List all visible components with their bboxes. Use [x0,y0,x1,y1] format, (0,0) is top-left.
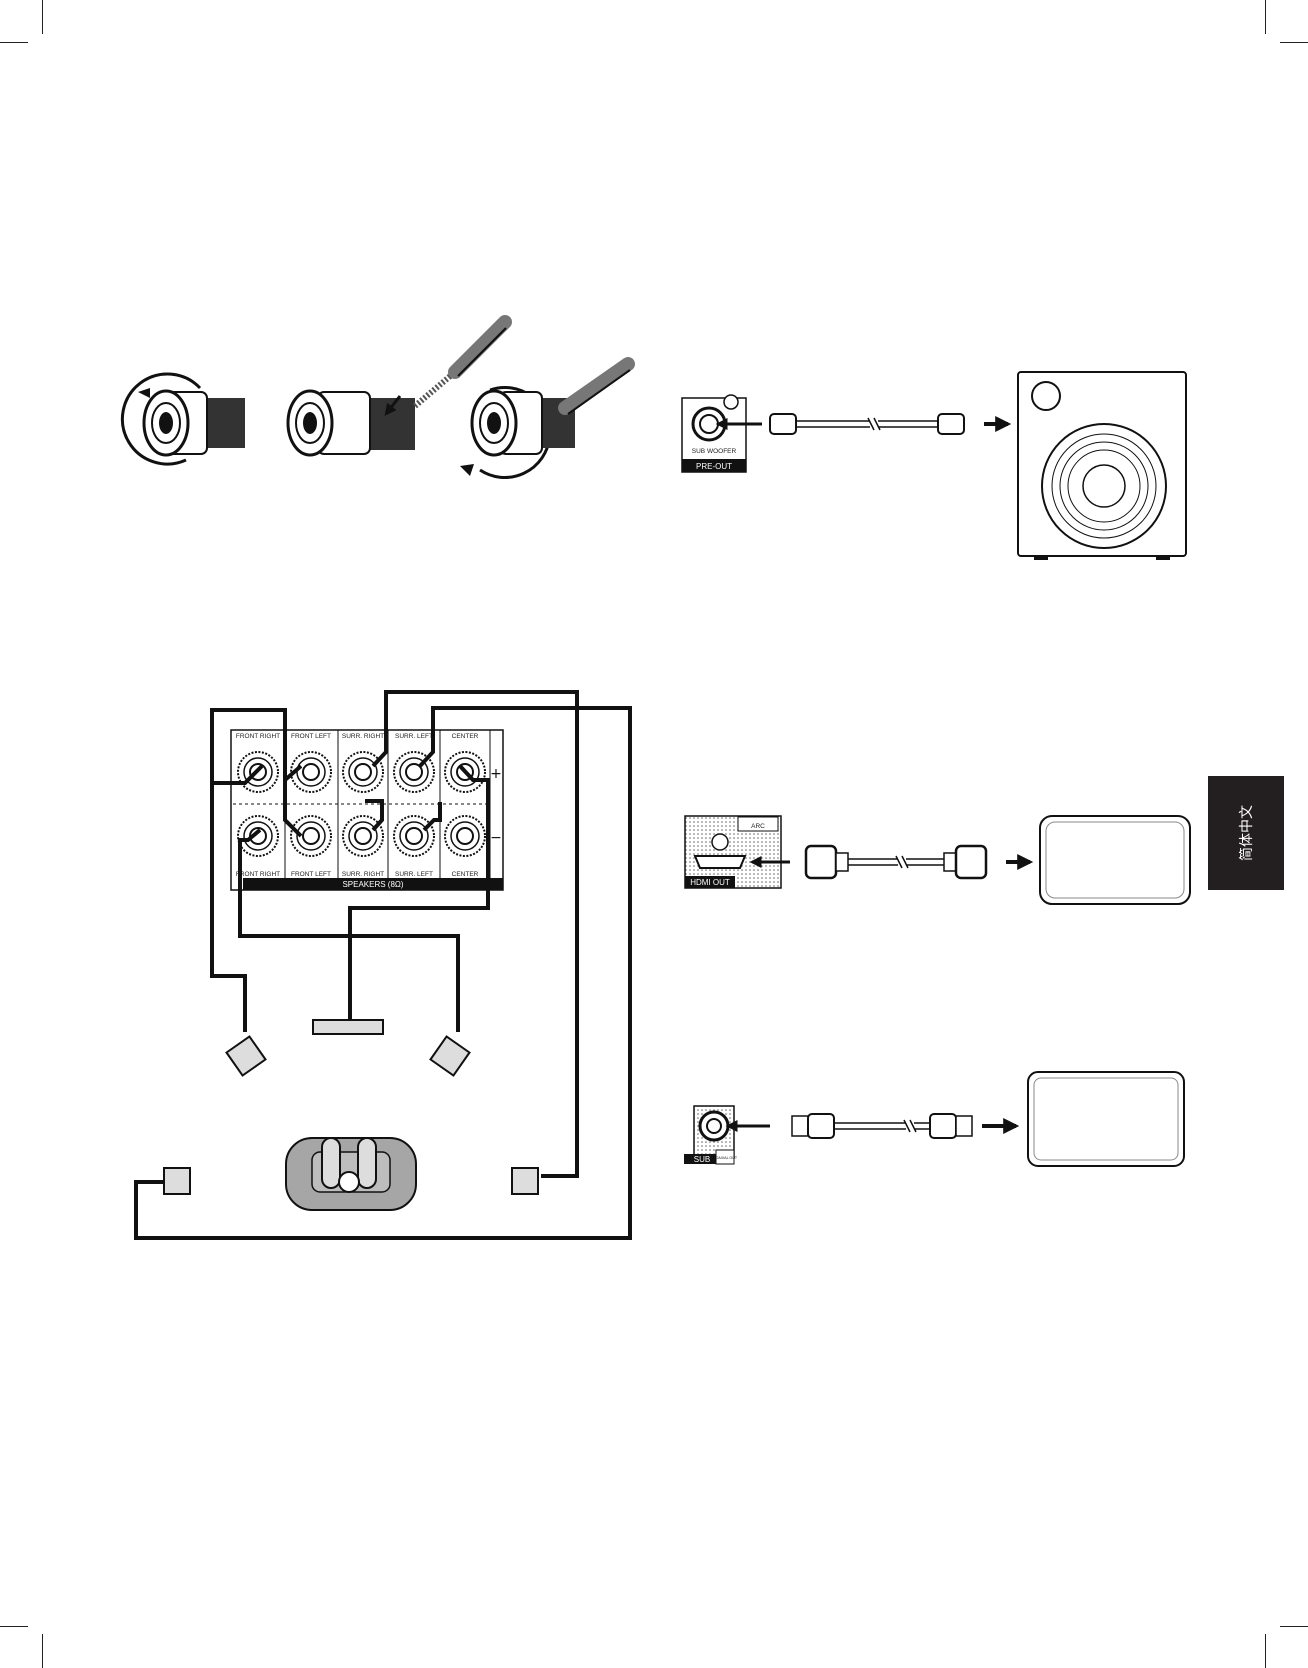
minus-sign: − [490,830,502,846]
surround-right-speaker [512,1168,538,1194]
binding-post [394,816,434,856]
digital-coaxial-jack: SUB COAXIAL OUT [684,1106,738,1164]
terminal-label-center-bottom: CENTER [452,871,479,878]
tv-display [1040,816,1190,904]
surround-left-speaker [164,1168,190,1194]
front-left-speaker [227,1037,266,1076]
hdmi-out-jack: ARC HDMI OUT [685,816,781,888]
terminal-label-surr-left-bottom: SURR. LEFT [395,871,433,878]
terminal-label-front-right-bottom: FRONT RIGHT [236,871,280,878]
front-right-speaker [431,1037,470,1076]
subwoofer-preout-jack: SUB WOOFER PRE-OUT [682,395,746,472]
binding-post [343,816,383,856]
terminal-label-front-left: FRONT LEFT [291,733,331,740]
coaxial-out-badge: COAXIAL OUT [713,1156,738,1160]
subwoofer-jack-label: SUB WOOFER [692,448,737,455]
terminal-label-front-right: FRONT RIGHT [236,733,280,740]
binding-post [291,816,331,856]
terminal-label-surr-right: SURR. RIGHT [342,733,384,740]
terminal-label-surr-left: SURR. LEFT [395,733,433,740]
digital-device [1028,1072,1184,1166]
binding-post [343,752,383,792]
digital-jack-label: SUB [694,1155,710,1164]
rca-cable-subwoofer [770,414,964,434]
binding-post [445,816,485,856]
binding-post [238,816,278,856]
coaxial-cable [792,1114,972,1138]
subwoofer-speaker [1018,372,1186,560]
speakers-caption: SPEAKERS (8Ω) [342,880,403,889]
hdmi-cable [806,846,986,878]
plus-sign: + [490,766,502,782]
terminal-label-surr-right-bottom: SURR. RIGHT [342,871,384,878]
binding-post-step-3 [460,364,630,477]
terminal-label-center: CENTER [452,733,479,740]
speaker-terminal-panel: SPEAKERS (8Ω) FRONT RIGHT FRONT LEFT SUR… [231,730,503,890]
preout-label: PRE-OUT [696,462,732,471]
hdmi-out-label: HDMI OUT [690,878,730,887]
terminal-label-front-left-bottom: FRONT LEFT [291,871,331,878]
arc-label: ARC [751,823,765,830]
center-speaker [313,1020,383,1034]
binding-post-step-1 [122,374,245,464]
listener-sofa [286,1138,416,1210]
